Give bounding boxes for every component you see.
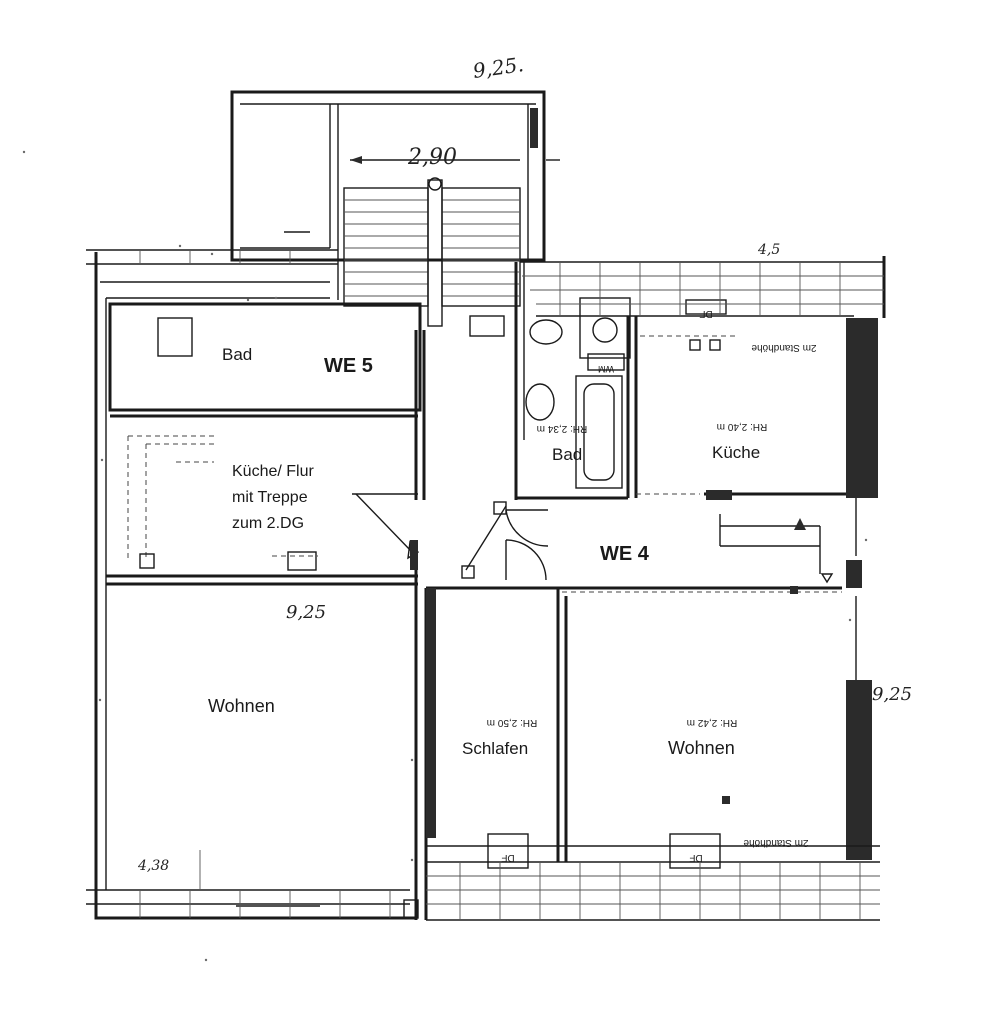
room-label-wohnen-we4: Wohnen bbox=[668, 738, 735, 758]
room-label-wohnen-we5: Wohnen bbox=[208, 696, 275, 716]
room-label-kueche-flur-1: Küche/ Flur bbox=[232, 463, 314, 480]
stair-tower bbox=[230, 90, 560, 300]
we5-walls bbox=[106, 302, 426, 920]
standing-height-top: 2m Standhöhe bbox=[751, 342, 816, 353]
dimension-bottom-left: 4,38 bbox=[137, 858, 169, 874]
room-label-bad-we4: Bad bbox=[552, 445, 582, 464]
room-label-schlafen: Schlafen bbox=[462, 739, 528, 758]
unit-label-we5: WE 5 bbox=[324, 355, 373, 377]
ceiling-height-bad: RH: 2,34 m bbox=[537, 423, 588, 434]
dimension-middle: 9,25 bbox=[286, 602, 326, 623]
skylight-label-bottom-right: DF bbox=[689, 852, 702, 863]
roof-hatching bbox=[139, 250, 884, 920]
we4-walls bbox=[424, 261, 884, 921]
ceiling-height-wohnen: RH: 2,42 m bbox=[687, 717, 738, 728]
ceiling-height-kueche: RH: 2,40 m bbox=[717, 421, 768, 432]
washing-machine-label: WM bbox=[598, 364, 614, 374]
skylight-label-top: DF bbox=[699, 308, 712, 319]
dimension-right: 9,25 bbox=[872, 684, 912, 705]
skylight-label-bottom-left: DF bbox=[501, 852, 514, 863]
room-label-bad-we5: Bad bbox=[222, 345, 252, 364]
ceiling-height-schlafen: RH: 2,50 m bbox=[487, 717, 538, 728]
stair-steps bbox=[343, 156, 521, 327]
dimension-right-top: 4,5 bbox=[757, 242, 780, 258]
dimension-top: 9,25. bbox=[471, 52, 525, 83]
unit-label-we4: WE 4 bbox=[600, 543, 650, 565]
room-label-kueche-we4: Küche bbox=[712, 443, 760, 462]
scan-specks bbox=[22, 150, 868, 962]
room-label-kueche-flur-2: mit Treppe bbox=[232, 489, 308, 506]
dimension-stair: 2,90 bbox=[407, 145, 457, 170]
room-label-kueche-flur-3: zum 2.DG bbox=[232, 515, 304, 532]
standing-height-bottom: 2m Standhöhe bbox=[743, 837, 808, 848]
